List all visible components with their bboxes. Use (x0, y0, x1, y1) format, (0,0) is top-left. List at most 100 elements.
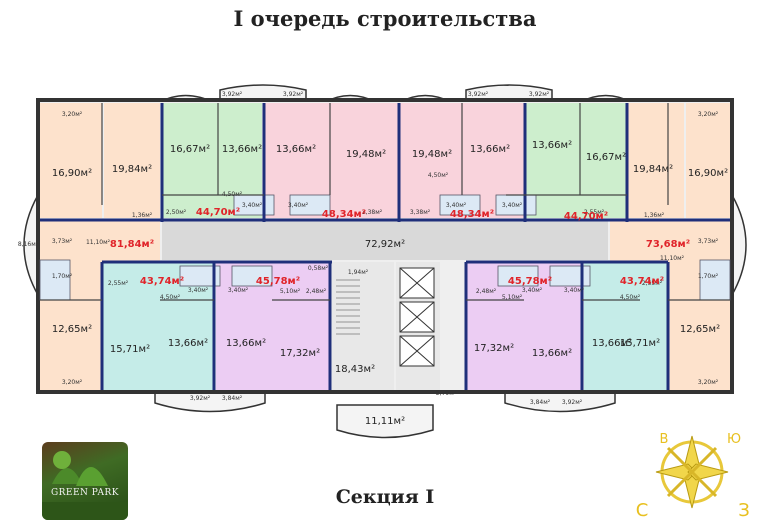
small-area: 3,92м² (222, 91, 243, 98)
bath-right (699, 259, 731, 301)
compass-label: С (636, 500, 649, 521)
apt-bottom-teal-right (584, 262, 668, 390)
small-area: 3,84м² (530, 399, 551, 406)
balcony-bottom-right (504, 391, 616, 413)
compass-label: З (738, 500, 750, 521)
room-area: 13,66м² (592, 338, 632, 349)
small-area: 4,50м² (222, 191, 243, 198)
bath-bottom-2 (231, 265, 273, 287)
small-area: 2,55м² (584, 209, 605, 216)
room-area: 19,84м² (633, 164, 673, 175)
section-title: Секция I (335, 486, 435, 508)
bath-left (39, 259, 71, 301)
room-area: 16,67м² (586, 152, 626, 163)
small-area: 0,58м² (308, 265, 329, 272)
small-area: 4,50м² (428, 172, 449, 179)
room-area: 15,71м² (110, 344, 150, 355)
room-top-l1 (40, 103, 102, 218)
logo-graphic (42, 451, 128, 520)
small-area: 3,92м² (190, 395, 211, 402)
room-area: 13,66м² (222, 144, 262, 155)
small-area: 3,92м² (562, 399, 583, 406)
small-area: 1,36м² (644, 212, 665, 219)
logo-text: GREEN PARK (50, 488, 120, 498)
small-area: 1,70м² (52, 273, 73, 280)
compass-label: В (660, 432, 669, 447)
small-area: 4,50м² (620, 294, 641, 301)
small-area: 3,20м² (698, 379, 719, 386)
room-area: 19,84м² (112, 164, 152, 175)
apartment-area: 48,34м² (322, 209, 366, 220)
small-area: 2,79м² (436, 390, 457, 397)
small-area: 3,92м² (468, 91, 489, 98)
small-area: 3,40м² (502, 202, 523, 209)
room-area: 13,66м² (226, 338, 266, 349)
small-area: 8,16м² (18, 241, 39, 248)
small-area: 3,38м² (410, 209, 431, 216)
small-area: 3,40м² (522, 287, 543, 294)
stair-hall (332, 262, 394, 390)
balcony-right (731, 192, 747, 298)
small-area: 2,50м² (166, 209, 187, 216)
compass-label: Ю (727, 432, 741, 447)
small-area: 3,20м² (62, 379, 83, 386)
page-title: I очередь строительства (233, 6, 537, 31)
bath-bottom-4 (549, 265, 591, 287)
entrance-vestibule (336, 404, 434, 439)
apartment-walls (40, 103, 730, 390)
apt-top-pink-left (264, 103, 398, 218)
stair-area: 18,43м² (335, 364, 375, 375)
room-area: 17,32м² (474, 343, 514, 354)
small-area: 3,73м² (698, 238, 719, 245)
apartment-area: 45,78м² (256, 276, 300, 287)
vestibule-area: 11,11м² (365, 416, 405, 427)
apartment-area: 73,68м² (646, 239, 690, 250)
room-area: 19,48м² (346, 149, 386, 160)
small-area: 3,84м² (222, 395, 243, 402)
apartment-area: 44,70м² (196, 207, 240, 218)
small-area: 3,20м² (698, 111, 719, 118)
apartment-area: 43,74м² (620, 276, 664, 287)
balcony-bottom-left (154, 391, 266, 413)
apartment-area: 43,74м² (140, 276, 184, 287)
apartment-area: 48,34м² (450, 209, 494, 220)
small-area: 2,48м² (306, 288, 327, 295)
room-area: 12,65м² (680, 324, 720, 335)
room-area: 13,66м² (276, 144, 316, 155)
room-top-r1 (686, 103, 730, 218)
small-area: 2,55м² (642, 280, 663, 287)
small-area: 5,10м² (280, 288, 301, 295)
room-area: 16,90м² (688, 168, 728, 179)
room-top-r2 (628, 103, 684, 218)
small-area: 3,92м² (529, 91, 550, 98)
room-area: 16,90м² (52, 168, 92, 179)
staircase (336, 279, 360, 335)
small-area: 3,40м² (446, 202, 467, 209)
small-area: 3,40м² (188, 287, 209, 294)
small-area: 5,10м² (502, 294, 523, 301)
room-area: 13,66м² (532, 348, 572, 359)
green-park-logo: GREEN PARK (42, 442, 128, 520)
apartment-area: 81,84м² (110, 239, 154, 250)
bath-top-3 (439, 194, 481, 216)
room-area: 13,66м² (470, 144, 510, 155)
small-area: 3,40м² (288, 202, 309, 209)
compass-rose: В Ю З С (636, 432, 750, 521)
bath-top-2 (289, 194, 331, 216)
room-area: 15,71м² (620, 338, 660, 349)
corridor (162, 220, 608, 260)
small-area: 11,10м² (86, 239, 111, 246)
small-area: 3,73м² (52, 238, 73, 245)
small-area: 1,36м² (132, 212, 153, 219)
apt-top-green-right (526, 103, 626, 218)
room-area: 17,32м² (280, 348, 320, 359)
small-area: 3,40м² (228, 287, 249, 294)
small-area: 3,20м² (62, 111, 83, 118)
small-area: 1,94м² (348, 269, 369, 276)
apartment-area: 45,78м² (508, 276, 552, 287)
bath-bottom-1 (179, 265, 221, 287)
small-area: 3,38м² (362, 209, 383, 216)
small-area: 1,70м² (698, 273, 719, 280)
room-area: 19,48м² (412, 149, 452, 160)
